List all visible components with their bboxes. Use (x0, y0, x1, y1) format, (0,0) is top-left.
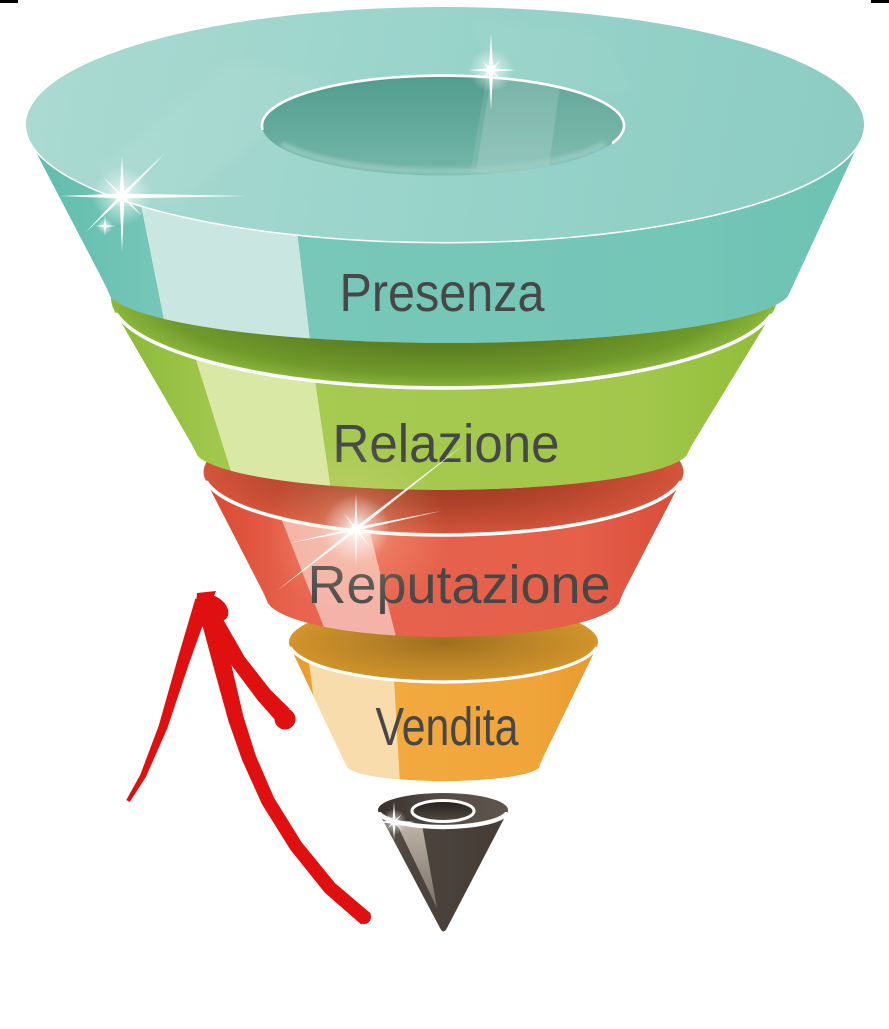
svg-text:Presenza: Presenza (340, 263, 546, 323)
svg-text:Vendita: Vendita (376, 697, 520, 757)
